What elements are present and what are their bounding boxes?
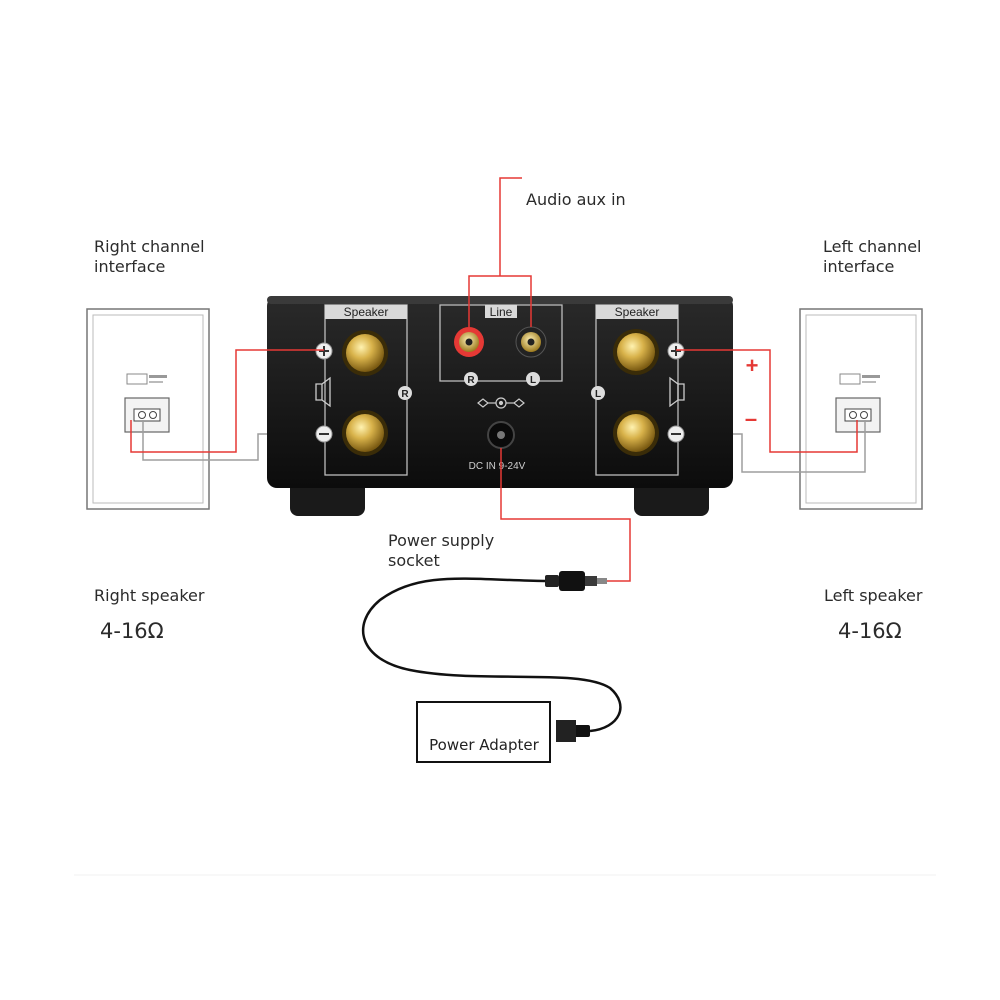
audio-aux-in-label: Audio aux in <box>526 190 626 209</box>
power-adapter-label: Power Adapter <box>429 736 539 754</box>
power-supply-socket-label: Power supply socket <box>388 531 494 571</box>
power-supply-line2: socket <box>388 551 440 570</box>
dc-plug <box>545 571 607 591</box>
left-speaker-glyph-icon <box>669 376 685 408</box>
adapter-strain-relief <box>556 720 590 742</box>
right-speaker-box <box>86 308 210 510</box>
panel-l-label: L <box>595 389 601 400</box>
rca-r-label: R <box>467 375 475 386</box>
power-cable <box>362 571 622 742</box>
right-channel-interface-label: Right channel interface <box>94 237 205 277</box>
dc-in-label: DC IN 9-24V <box>469 461 526 472</box>
left-channel-line1: Left channel <box>823 237 922 256</box>
power-supply-line1: Power supply <box>388 531 495 550</box>
rca-l-label: L <box>530 375 536 386</box>
power-adapter: Power Adapter <box>416 701 551 763</box>
line-panel-caption: Line <box>490 305 513 319</box>
plus-mark: + <box>746 353 759 378</box>
speaker-panel-right-caption: Speaker <box>344 305 389 319</box>
line-input-panel: Line R L <box>439 304 563 386</box>
rca-l-badge <box>526 372 540 386</box>
left-speaker-box <box>799 308 923 510</box>
panel-r-label: R <box>401 389 409 400</box>
amplifier-body <box>267 296 733 488</box>
left-channel-interface-label: Left channel interface <box>823 237 922 277</box>
panel-r-badge <box>398 386 412 400</box>
left-speaker-label: Left speaker <box>824 586 923 605</box>
left-channel-line2: interface <box>823 257 895 276</box>
right-speaker-glyph-icon <box>315 376 331 408</box>
right-speaker-label: Right speaker <box>94 586 205 605</box>
panel-l-badge <box>591 386 605 400</box>
right-impedance-label: 4-16Ω <box>100 619 164 643</box>
rca-r-badge <box>464 372 478 386</box>
minus-mark: – <box>745 406 757 431</box>
positive-wires <box>130 177 858 582</box>
speaker-panel-left-caption: Speaker <box>615 305 660 319</box>
right-channel-line1: Right channel <box>94 237 205 256</box>
dc-polarity-icon <box>477 397 525 409</box>
speaker-panel-right-channel: Speaker R <box>315 304 412 476</box>
speaker-panel-left-channel: Speaker L <box>591 304 685 476</box>
amplifier-feet <box>290 480 709 516</box>
left-impedance-label: 4-16Ω <box>838 619 902 643</box>
right-channel-line2: interface <box>94 257 166 276</box>
